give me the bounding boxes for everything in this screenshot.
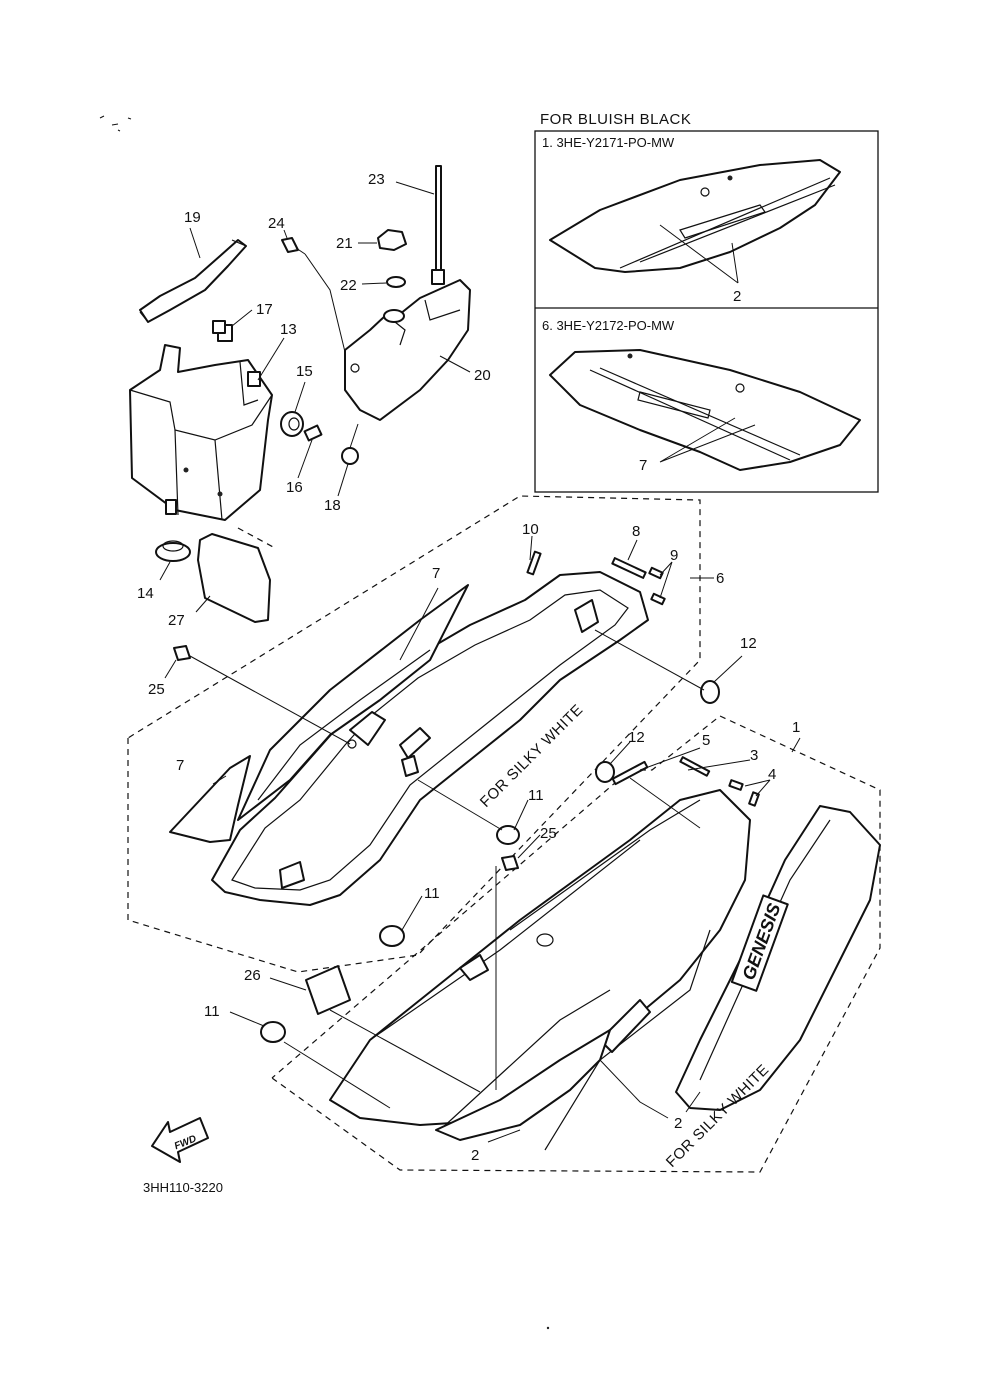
grommet-12-upper: [700, 680, 720, 704]
inset-bottom-side-cover: [549, 349, 861, 471]
callout-18: 18: [324, 497, 341, 514]
battery-plate: [197, 533, 271, 623]
callout-26: 26: [244, 967, 261, 984]
pin-9a: [648, 566, 664, 580]
callout-6: 6: [716, 570, 724, 587]
pin-3: [679, 756, 711, 777]
callout-13: 13: [280, 321, 297, 338]
callout-25-upper: 25: [148, 681, 165, 698]
callout-2-left: 2: [471, 1147, 479, 1164]
lower-cover-group: GENESIS FWD: [151, 715, 881, 1173]
grommet-12-lower: [595, 761, 615, 783]
grommet-11b: [379, 925, 405, 947]
callout-27: 27: [168, 612, 185, 629]
callout-7-small: 7: [176, 757, 184, 774]
collar-15: [280, 411, 304, 437]
callout-5: 5: [702, 732, 710, 749]
grommet-11c: [260, 1021, 286, 1043]
callout-14: 14: [137, 585, 154, 602]
pin-5: [611, 760, 649, 786]
diagram-code: 3HH110-3220: [143, 1180, 223, 1195]
callout-11-middle: 11: [424, 885, 440, 902]
pin-10: [526, 550, 542, 576]
front-direction-arrow-icon: FWD: [151, 1117, 209, 1163]
callout-12-lower: 12: [628, 729, 645, 746]
reservoir-group: [212, 165, 471, 465]
label-26: [305, 965, 351, 1015]
callout-16: 16: [286, 479, 303, 496]
grommet-11a: [496, 825, 520, 845]
inset-bluish-black: FOR BLUISH BLACK 1. 3HE-Y2171-PO-MW 2 6.…: [534, 111, 879, 493]
bolt-24: [281, 237, 299, 253]
battery-group: [129, 239, 276, 623]
callout-11-upper: 11: [528, 787, 544, 804]
decal-7-small: [169, 755, 251, 843]
decal-7-upper: [237, 584, 469, 821]
callout-2-right: 2: [674, 1115, 682, 1132]
inset-header: FOR BLUISH BLACK: [540, 111, 691, 128]
callout-21: 21: [336, 235, 353, 252]
breather-pipe: [435, 165, 442, 277]
callout-12-upper: 12: [740, 635, 757, 652]
callout-9: 9: [670, 547, 678, 564]
callout-3: 3: [750, 747, 758, 764]
bolt-18: [341, 447, 359, 465]
callout-23: 23: [368, 171, 385, 188]
callout-22: 22: [340, 277, 357, 294]
washer-22: [386, 276, 406, 288]
callout-17: 17: [256, 301, 273, 318]
bolt-25a: [173, 645, 191, 661]
inset-top-caption: 1. 3HE-Y2171-PO-MW: [542, 135, 675, 150]
spacer-16: [303, 424, 323, 442]
clip-17: [212, 320, 226, 334]
callout-20: 20: [474, 367, 491, 384]
callout-1: 1: [792, 719, 800, 736]
callout-8: 8: [632, 523, 640, 540]
reservoir-cap: [377, 229, 407, 251]
leaders-top: [159, 181, 471, 613]
inset-top-callout: 2: [733, 288, 741, 305]
callout-7-upper: 7: [432, 565, 440, 582]
callout-10: 10: [522, 521, 539, 538]
inset-top-side-cover: [549, 159, 841, 273]
scan-specks: [99, 115, 550, 1330]
reservoir-tank: [344, 279, 471, 421]
callout-15: 15: [296, 363, 313, 380]
callout-11-lower: 11: [204, 1003, 220, 1020]
upper-cover-group: [127, 495, 720, 973]
grommet-14: [155, 542, 191, 562]
leaders-upper: [164, 535, 743, 931]
pin-4a: [728, 779, 744, 791]
callout-19: 19: [184, 209, 201, 226]
inset-bottom-caption: 6. 3HE-Y2172-PO-MW: [542, 318, 675, 333]
callout-25-lower: 25: [540, 825, 557, 842]
inset-bottom-callout: 7: [639, 457, 647, 474]
pin-9b: [650, 592, 666, 606]
leaders-lower: [229, 741, 771, 1143]
callout-24: 24: [268, 215, 285, 232]
pin-8: [611, 557, 647, 579]
callout-4: 4: [768, 766, 776, 783]
bolt-25b: [501, 855, 519, 871]
battery-band: [139, 239, 247, 323]
callout-numbers: 1 2 2 3 4 5 6 7 7 8 9 10 11 11 11 12 12 …: [137, 171, 800, 1164]
